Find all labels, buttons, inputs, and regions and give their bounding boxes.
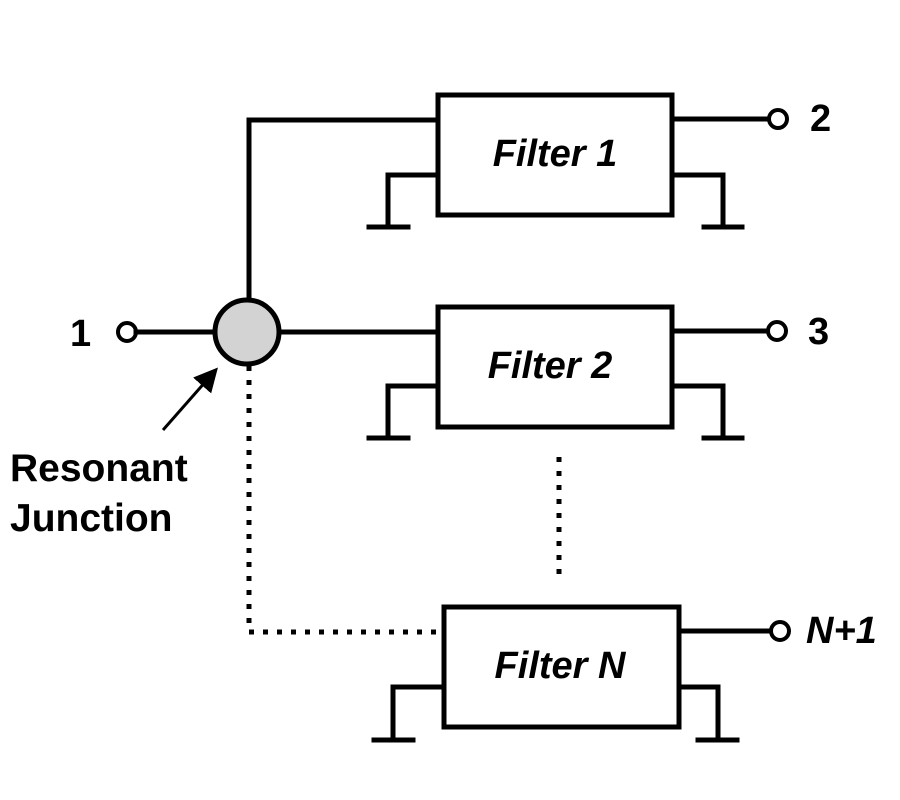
junction-to-filter-n-dotted-wire bbox=[246, 366, 444, 635]
filter-2-box bbox=[435, 304, 675, 430]
filter-n-box bbox=[441, 604, 682, 730]
resonant-junction-label-line1: Resonant bbox=[10, 447, 188, 490]
filter-1-label: Filter 1 bbox=[493, 133, 618, 175]
port-n-plus-1-terminal bbox=[769, 620, 791, 642]
filter-1-box bbox=[435, 92, 675, 218]
junction-pointer-arrow bbox=[161, 367, 218, 431]
filter-2-block: Filter 2 3 bbox=[366, 304, 829, 441]
port-1-terminal bbox=[116, 321, 138, 343]
port-2-label: 2 bbox=[810, 98, 831, 140]
junction-to-filter-1-wire bbox=[246, 117, 441, 303]
filter-2-right-ground-wire bbox=[669, 383, 726, 441]
filter-2-label: Filter 2 bbox=[488, 345, 613, 387]
filter-n-block: Filter N N+1 bbox=[371, 604, 877, 743]
filter-1-left-ground-wire bbox=[385, 172, 441, 230]
filter-1-block: Filter 1 2 bbox=[366, 92, 831, 230]
port-3-label: 3 bbox=[808, 311, 829, 353]
filter-n-left-ground-wire bbox=[390, 684, 447, 743]
filter-1-right-ground-wire bbox=[669, 172, 726, 230]
filter-n-right-ground-wire bbox=[676, 684, 721, 743]
resonant-junction-node bbox=[212, 297, 282, 367]
port-n-plus-1-label: N+1 bbox=[806, 610, 877, 652]
port-2-terminal bbox=[767, 108, 789, 130]
filter-2-left-ground-wire bbox=[385, 383, 441, 441]
filter-n-label: Filter N bbox=[495, 645, 627, 687]
port-3-terminal bbox=[766, 320, 788, 342]
port-1-label: 1 bbox=[70, 313, 91, 355]
resonant-junction-label-line2: Junction bbox=[10, 497, 173, 540]
